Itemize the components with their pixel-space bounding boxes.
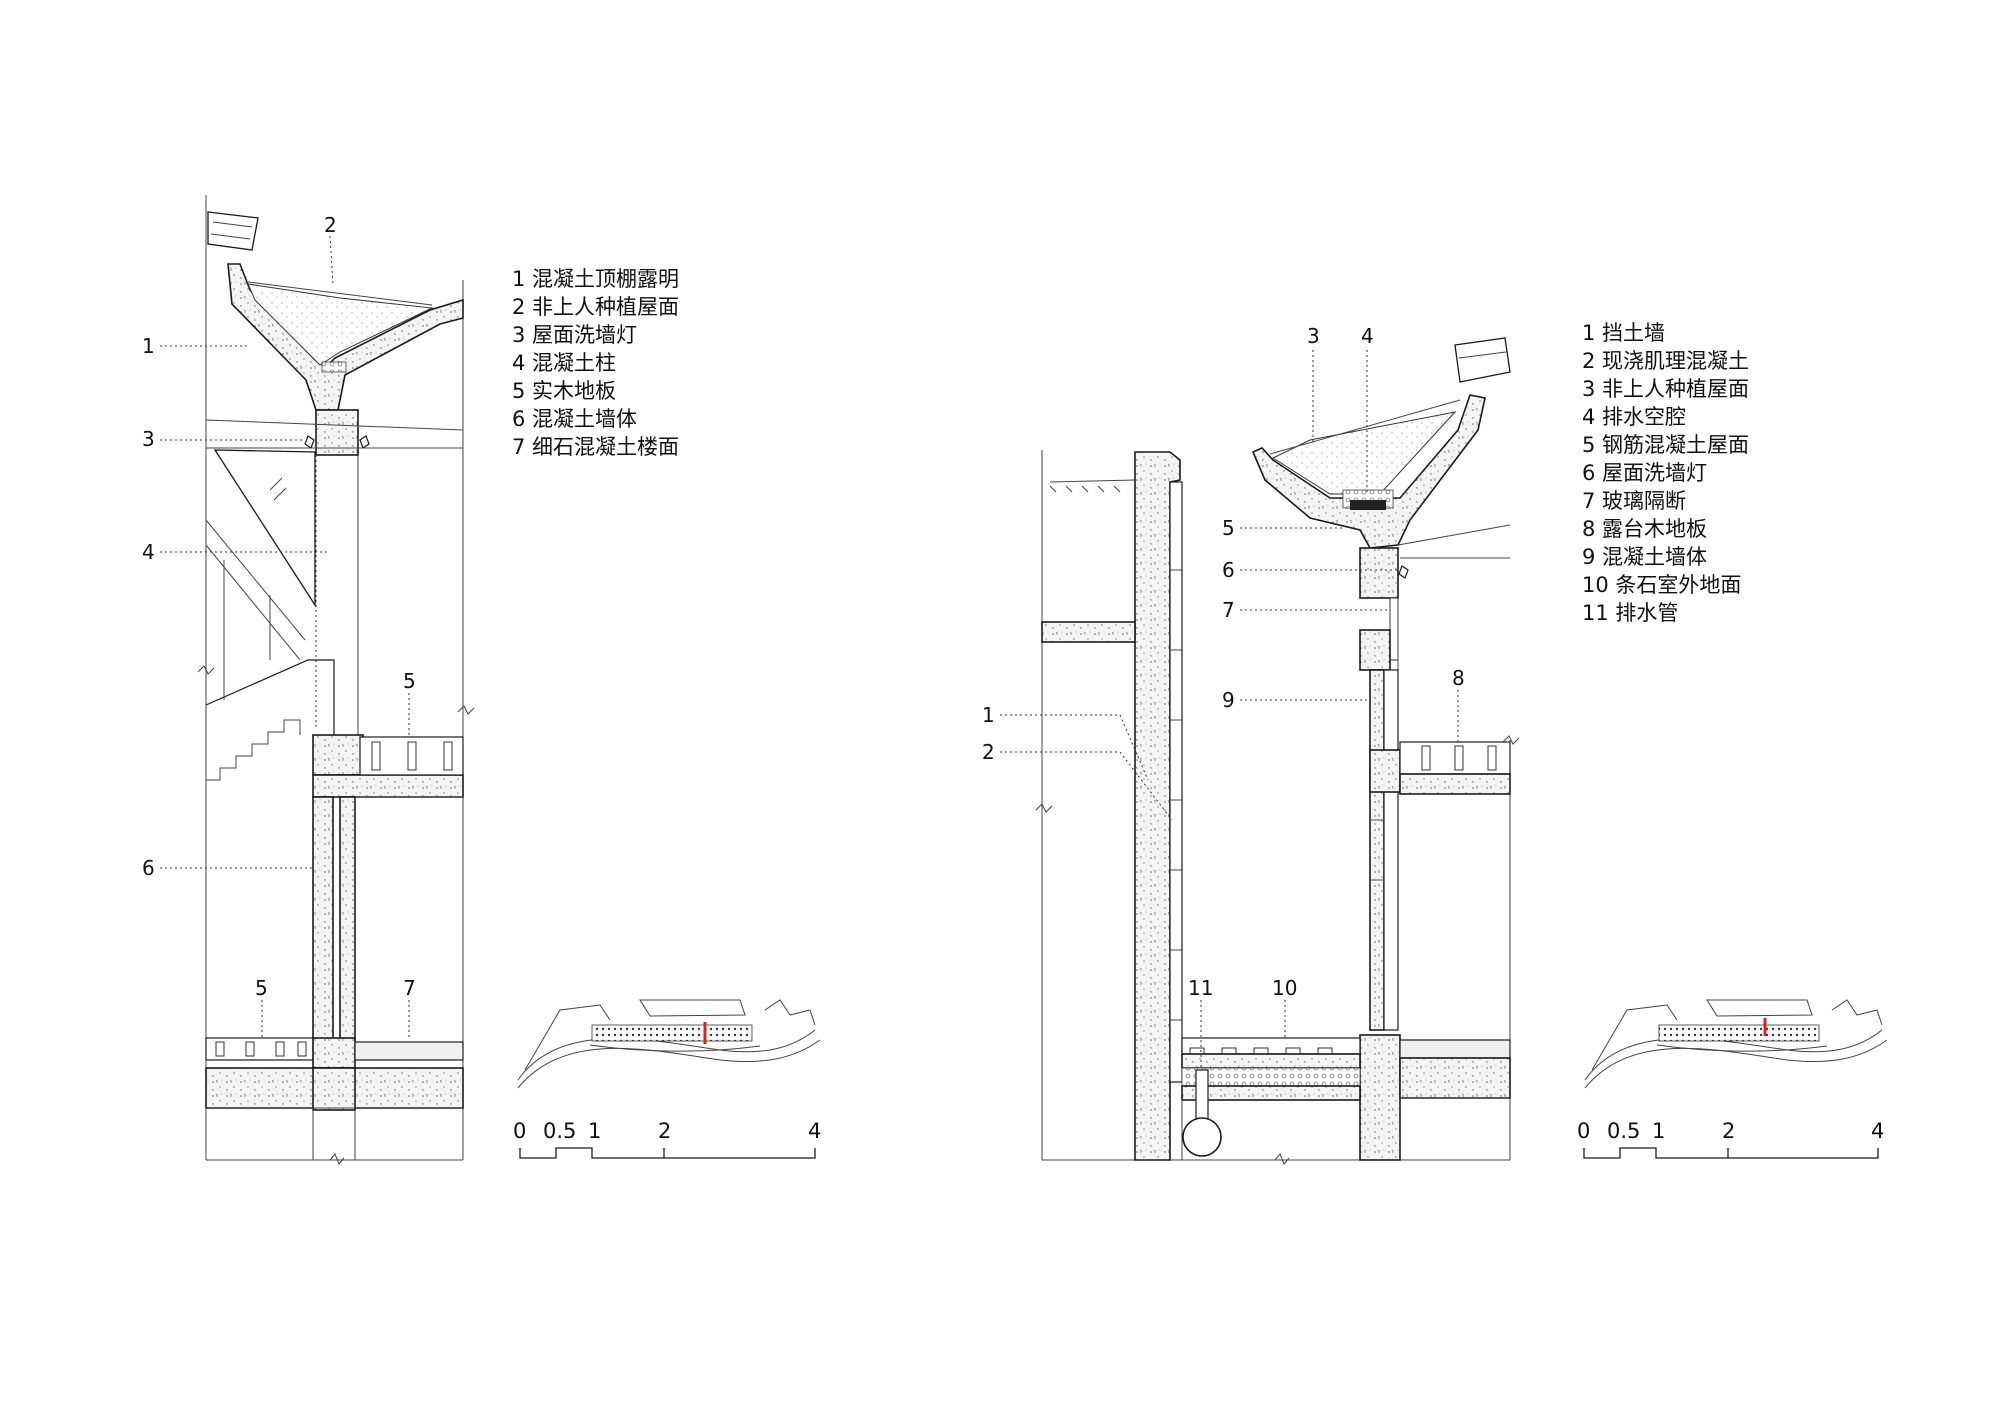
right-legend-item-7: 7 玻璃隔断 <box>1582 489 1686 513</box>
left-scale-4: 4 <box>808 1119 821 1143</box>
left-section-drawing <box>160 195 475 1165</box>
right-scale-2: 2 <box>1722 1119 1735 1143</box>
left-scale-bar: 0 0.5 1 2 4 <box>513 1119 821 1159</box>
left-legend-item-2: 2 非上人种植屋面 <box>512 295 679 319</box>
right-legend-item-3: 3 非上人种植屋面 <box>1582 377 1749 401</box>
left-scale-1: 1 <box>588 1119 601 1143</box>
right-section-drawing <box>1000 337 1520 1165</box>
drain-pipe <box>1182 1117 1222 1157</box>
right-legend-item-4: 4 排水空腔 <box>1582 405 1686 429</box>
right-callout-11: 11 <box>1188 976 1213 1000</box>
left-legend-item-7: 7 细石混凝土楼面 <box>512 435 679 459</box>
right-callout-8: 8 <box>1452 666 1465 690</box>
right-callout-5: 5 <box>1222 516 1235 540</box>
wall-panel-joints <box>1170 569 1182 1021</box>
right-callouts: 3 4 5 6 7 1 2 9 8 11 10 <box>982 324 1465 1000</box>
left-callout-5a: 5 <box>403 669 416 693</box>
right-legend-item-8: 8 露台木地板 <box>1582 517 1707 541</box>
left-callouts: 1 2 3 4 5 6 5 7 <box>142 213 416 1000</box>
right-scale-05: 0.5 <box>1607 1119 1640 1143</box>
right-legend-item-11: 11 排水管 <box>1582 601 1678 625</box>
left-callout-5b: 5 <box>255 976 268 1000</box>
right-callout-10: 10 <box>1272 976 1297 1000</box>
right-scale-0: 0 <box>1577 1119 1590 1143</box>
left-key-plan <box>517 999 821 1089</box>
right-legend-item-10: 10 条石室外地面 <box>1582 573 1741 597</box>
right-scale-bar: 0 0.5 1 2 4 <box>1577 1119 1884 1159</box>
ground-floor-joists <box>215 1041 307 1057</box>
right-callout-1: 1 <box>982 703 995 727</box>
left-callout-1: 1 <box>142 334 155 358</box>
right-legend-item-6: 6 屋面洗墙灯 <box>1582 461 1707 485</box>
right-key-plan <box>1584 999 1888 1089</box>
left-callout-6: 6 <box>142 856 155 880</box>
left-callout-2: 2 <box>324 213 337 237</box>
left-legend-item-1: 1 混凝土顶棚露明 <box>512 267 679 291</box>
left-scale-2: 2 <box>658 1119 671 1143</box>
wood-floor-joists <box>371 741 453 771</box>
left-legend-item-3: 3 屋面洗墙灯 <box>512 323 637 347</box>
left-callout-3: 3 <box>142 427 155 451</box>
right-callout-2: 2 <box>982 740 995 764</box>
right-legend: 1 挡土墙 2 现浇肌理混凝土 3 非上人种植屋面 4 排水空腔 5 钢筋混凝土… <box>1582 321 1749 625</box>
left-callout-7: 7 <box>403 976 416 1000</box>
right-callout-3: 3 <box>1307 324 1320 348</box>
left-callout-4: 4 <box>142 540 155 564</box>
right-legend-item-1: 1 挡土墙 <box>1582 321 1665 345</box>
left-scale-0: 0 <box>513 1119 526 1143</box>
right-scale-4: 4 <box>1871 1119 1884 1143</box>
right-legend-item-9: 9 混凝土墙体 <box>1582 545 1707 569</box>
left-legend: 1 混凝土顶棚露明 2 非上人种植屋面 3 屋面洗墙灯 4 混凝土柱 5 实木地… <box>512 267 679 459</box>
right-scale-1: 1 <box>1652 1119 1665 1143</box>
left-legend-item-4: 4 混凝土柱 <box>512 351 616 375</box>
right-callout-6: 6 <box>1222 558 1235 582</box>
left-scale-05: 0.5 <box>543 1119 576 1143</box>
right-legend-item-5: 5 钢筋混凝土屋面 <box>1582 433 1749 457</box>
left-legend-item-5: 5 实木地板 <box>512 379 616 403</box>
right-callout-9: 9 <box>1222 688 1235 712</box>
right-callout-4: 4 <box>1361 324 1374 348</box>
right-legend-item-2: 2 现浇肌理混凝土 <box>1582 349 1749 373</box>
right-callout-7: 7 <box>1222 598 1235 622</box>
terrace-joists <box>1421 745 1497 771</box>
left-legend-item-6: 6 混凝土墙体 <box>512 407 637 431</box>
